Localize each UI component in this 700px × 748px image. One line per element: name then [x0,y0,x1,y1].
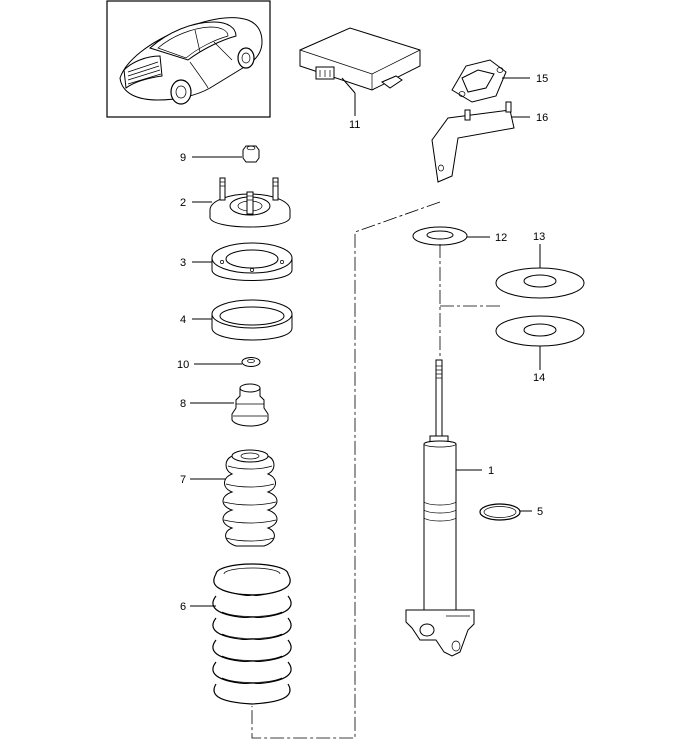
dust-boot [222,449,278,547]
control-unit [299,27,421,91]
callout-4: 4 [180,314,186,326]
shock-absorber [405,359,475,657]
small-washer [241,357,261,367]
callout-9: 9 [180,152,186,164]
callout-15: 15 [536,73,548,85]
sensor [451,59,507,103]
callout-16: 16 [536,112,548,124]
circlip [479,503,521,521]
callout-13: 13 [533,231,545,243]
callout-5: 5 [537,506,543,518]
vehicle-thumbnail [106,0,271,118]
callout-3: 3 [180,257,186,269]
callout-11: 11 [349,119,360,131]
callout-10: 10 [177,359,189,371]
callout-1: 1 [488,465,494,477]
bump-stop [231,383,269,427]
ring [211,299,293,341]
assembly-lines [251,201,500,739]
callout-8: 8 [180,398,186,410]
callout-labels: 1 2 3 4 5 6 7 8 9 10 11 12 13 14 15 16 [177,73,548,613]
top-mount [209,177,291,228]
callout-14: 14 [533,372,545,384]
upper-plate [495,267,585,299]
bracket [431,101,515,183]
callout-2: 2 [180,197,186,209]
callout-7: 7 [180,474,186,486]
washer [412,226,468,246]
coil-spring [212,563,292,705]
spacer-ring [211,242,293,281]
leader-lines [190,77,541,607]
callout-6: 6 [180,601,186,613]
lower-plate [495,315,585,347]
nut [242,145,260,163]
callout-12: 12 [495,232,507,244]
